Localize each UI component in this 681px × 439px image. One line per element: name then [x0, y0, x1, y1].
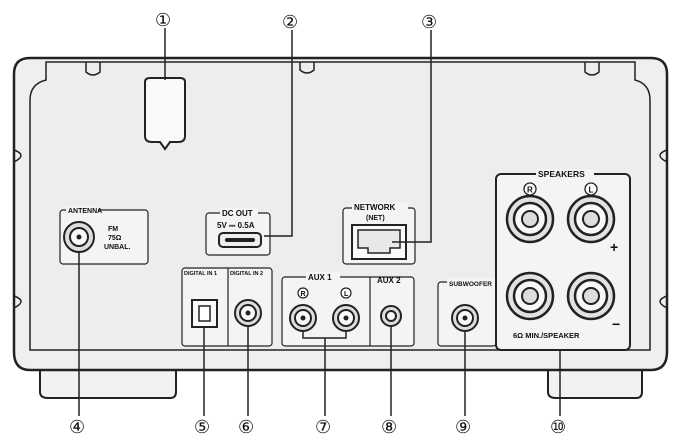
- speaker-r-label: R: [527, 186, 533, 195]
- antenna-unbal: UNBAL.: [104, 244, 130, 251]
- usb-port-slot: [225, 238, 255, 242]
- speaker-l-label: L: [589, 186, 594, 195]
- subwoofer-label: SUBWOOFER: [449, 281, 492, 288]
- speaker-terminal-l-plus[interactable]: [566, 194, 616, 244]
- speakers-label: SPEAKERS: [538, 169, 585, 179]
- digital-in1-label: DIGITAL IN 1: [184, 271, 217, 277]
- network-label: NETWORK: [354, 203, 396, 212]
- callout-line-7: [302, 331, 347, 416]
- subwoofer-label-bg: [447, 278, 495, 287]
- callout-5: ⑤: [194, 417, 210, 437]
- top-tab-3: [584, 62, 600, 76]
- speaker-terminal-r-minus[interactable]: [505, 271, 555, 321]
- callout-10: ⑩: [550, 417, 566, 437]
- subwoofer-jack-pin: [462, 315, 468, 321]
- speaker-minus-sign: −: [612, 316, 620, 332]
- speaker-terminal-r-plus[interactable]: [505, 194, 555, 244]
- aux2-jack-inner: [385, 310, 397, 322]
- digital-in2-label: DIGITAL IN 2: [230, 271, 263, 277]
- network-sub-label: (NET): [366, 215, 385, 222]
- ethernet-port-socket: [357, 229, 401, 254]
- aux1-r-jack-pin: [300, 315, 306, 321]
- optical-input-shutter: [198, 305, 211, 322]
- power-cord-cover: [144, 77, 186, 151]
- callout-4: ④: [69, 417, 85, 437]
- aux1-l-marker: [340, 287, 352, 299]
- right-notch-upper: [659, 149, 668, 163]
- callout-lines: [78, 28, 561, 416]
- dc-out-spec: 5V ⎓ 0.5A: [217, 221, 255, 230]
- aux1-label: AUX 1: [308, 273, 332, 282]
- right-notch-lower: [659, 295, 668, 309]
- callout-7: ⑦: [315, 417, 331, 437]
- left-notch-lower: [13, 295, 22, 309]
- speaker-plus-sign: +: [610, 239, 618, 255]
- speaker-terminal-l-minus[interactable]: [566, 271, 616, 321]
- speaker-impedance-label: 6Ω MIN./SPEAKER: [513, 331, 580, 340]
- callout-1: ①: [155, 10, 171, 30]
- speakers-label-bg: [536, 169, 594, 179]
- aux1-l-jack-pin: [343, 315, 349, 321]
- callout-8: ⑧: [381, 417, 397, 437]
- antenna-ohm: 75Ω: [108, 235, 122, 242]
- callout-line-2: [264, 30, 293, 237]
- top-tab-1: [85, 62, 101, 76]
- aux1-label-bg: [306, 272, 340, 281]
- callout-6: ⑥: [238, 417, 254, 437]
- antenna-jack-pin: [76, 234, 82, 240]
- network-label-bg: [352, 202, 408, 211]
- callout-3: ③: [421, 12, 437, 32]
- aux2-label: AUX 2: [377, 276, 401, 285]
- aux1-r-marker: [297, 287, 309, 299]
- antenna-label: ANTENNA: [68, 208, 102, 215]
- antenna-fm: FM: [108, 226, 118, 233]
- left-notch-upper: [13, 149, 22, 163]
- callout-2: ②: [282, 12, 298, 32]
- top-tab-2: [299, 62, 315, 74]
- dc-out-label: DC OUT: [222, 209, 253, 218]
- callout-line-3: [392, 30, 432, 243]
- antenna-label-bg: [66, 206, 98, 214]
- callout-9: ⑨: [455, 417, 471, 437]
- coaxial-input-pin: [245, 310, 251, 316]
- aux1-r-label: R: [301, 291, 306, 298]
- dc-out-label-bg: [220, 208, 258, 217]
- aux1-l-label: L: [344, 291, 349, 298]
